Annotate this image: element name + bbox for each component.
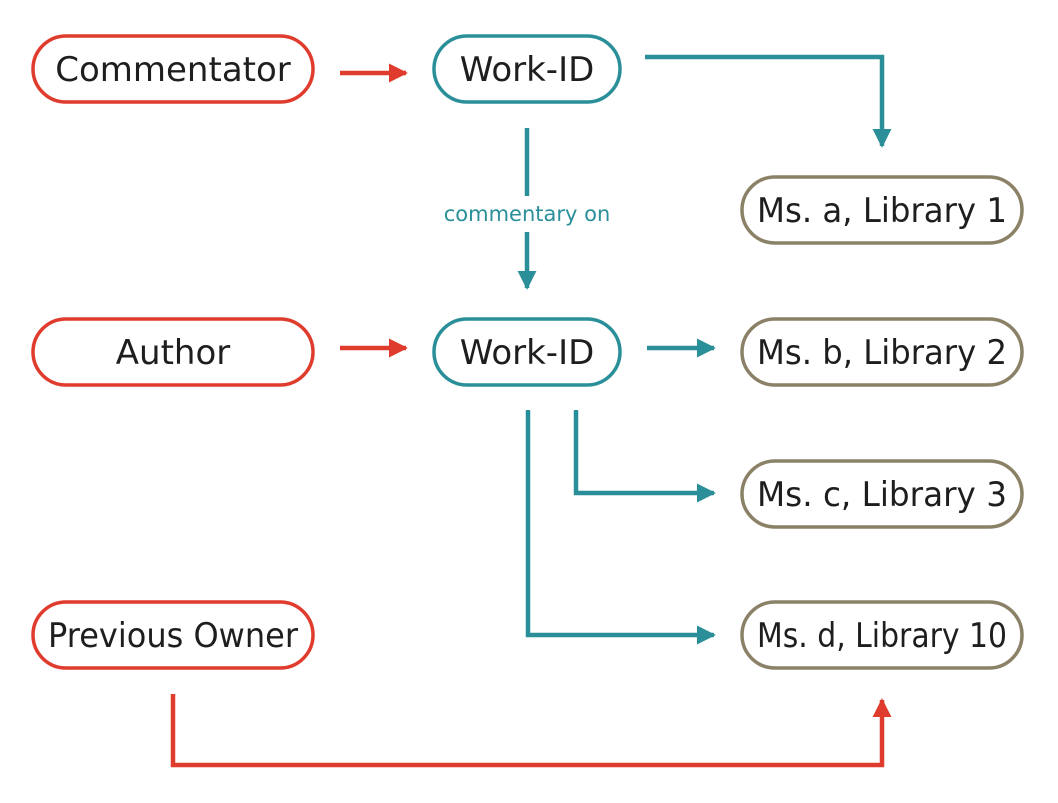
work-id-mid-label: Work-ID [460, 333, 595, 373]
ms-a-label: Ms. a, Library 1 [757, 191, 1007, 231]
ms-a-node: Ms. a, Library 1 [740, 175, 1024, 245]
previous-owner-label: Previous Owner [48, 616, 298, 656]
commentator-node: Commentator [31, 34, 315, 104]
ms-d-node: Ms. d, Library 10 [740, 600, 1024, 670]
author-node: Author [31, 317, 315, 387]
ms-b-label: Ms. b, Library 2 [757, 333, 1007, 373]
ms-d-label: Ms. d, Library 10 [757, 616, 1007, 656]
commentator-label: Commentator [55, 50, 291, 90]
author-label: Author [116, 333, 230, 373]
ms-b-node: Ms. b, Library 2 [740, 317, 1024, 387]
work-id-mid-node: Work-ID [432, 317, 622, 387]
arrow-work-id-to-ms-d [525, 410, 716, 645]
work-id-top-label: Work-ID [460, 50, 595, 90]
arrow-work-id-to-ms-a [645, 54, 892, 148]
commentary-on-label: commentary on [444, 202, 611, 226]
previous-owner-node: Previous Owner [31, 600, 315, 670]
arrow-work-id-to-ms-c [573, 410, 716, 503]
ms-c-label: Ms. c, Library 3 [757, 475, 1007, 515]
ms-c-node: Ms. c, Library 3 [740, 459, 1024, 529]
arrow-previous-owner-to-ms-d [170, 694, 892, 768]
work-id-top-node: Work-ID [432, 34, 622, 104]
